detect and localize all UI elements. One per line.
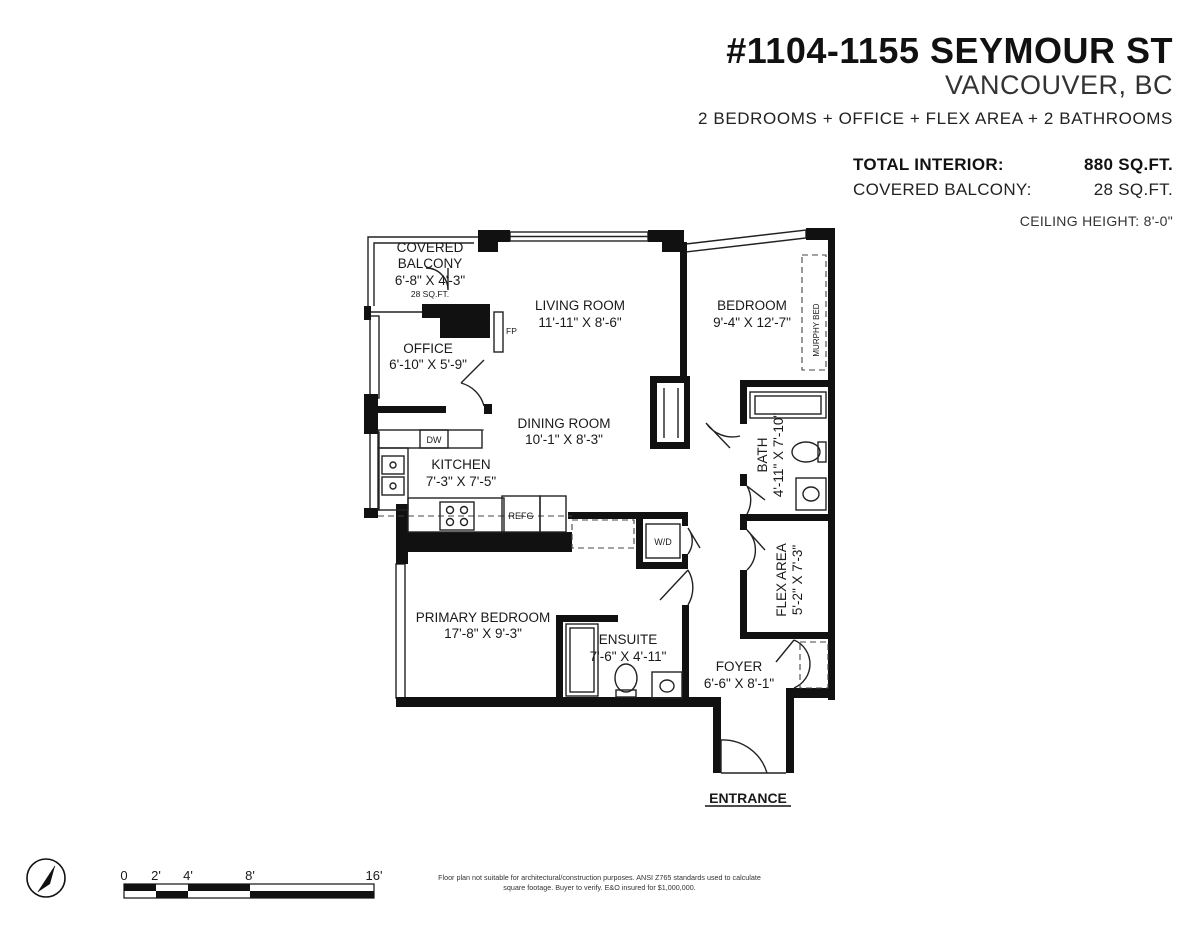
flex-name: FLEX AREA — [774, 543, 789, 617]
balcony-name-2: BALCONY — [398, 256, 463, 271]
foyer-name: FOYER — [716, 659, 763, 674]
ceiling-height: CEILING HEIGHT: 8'-0" — [1019, 213, 1173, 229]
disclaimer-text: Floor plan not suitable for architectura… — [438, 873, 761, 892]
dishwasher — [419, 429, 449, 449]
primary-name: PRIMARY BEDROOM — [416, 610, 551, 625]
office-dims: 6'-10" X 5'-9" — [389, 357, 467, 372]
dining-name: DINING ROOM — [518, 416, 611, 431]
room-living: LIVING ROOM 11'-11" X 8'-6" — [535, 298, 625, 330]
fridge-label: REFG — [508, 511, 533, 521]
living-name: LIVING ROOM — [535, 298, 625, 313]
room-labels: COVERED BALCONY 6'-8" X 4'-3" 28 SQ.FT. … — [389, 240, 805, 691]
scale-label-2: 2' — [151, 868, 161, 883]
dishwasher-label: DW — [427, 435, 442, 445]
room-dining: DINING ROOM 10'-1" X 8'-3" — [518, 416, 611, 447]
kitchen-name: KITCHEN — [431, 457, 490, 472]
room-covered-balcony: COVERED BALCONY 6'-8" X 4'-3" 28 SQ.FT. — [395, 240, 465, 299]
washer-dryer — [645, 523, 681, 559]
room-foyer: FOYER 6'-6" X 8'-1" — [704, 659, 774, 691]
balcony-name-1: COVERED — [397, 240, 464, 255]
room-primary-bedroom: PRIMARY BEDROOM 17'-8" X 9'-3" — [416, 610, 551, 641]
bedroom-name: BEDROOM — [717, 298, 787, 313]
kitchen-dims: 7'-3" X 7'-5" — [426, 474, 496, 489]
room-kitchen: KITCHEN 7'-3" X 7'-5" — [426, 457, 496, 489]
total-interior-label: TOTAL INTERIOR: — [853, 155, 1004, 174]
scale-label-8: 8' — [245, 868, 255, 883]
fireplace-label: FP — [506, 326, 517, 336]
kitchen-sink — [381, 455, 405, 475]
room-bedroom: BEDROOM 9'-4" X 12'-7" — [713, 298, 791, 330]
room-office: OFFICE 6'-10" X 5'-9" — [389, 341, 467, 372]
dining-dims: 10'-1" X 8'-3" — [525, 432, 603, 447]
covered-balcony-label: COVERED BALCONY: — [853, 180, 1032, 199]
room-flex: FLEX AREA 5'-2" X 7'-3" — [774, 543, 805, 617]
north-arrow-icon — [26, 858, 66, 898]
room-bath: BATH 4'-11" X 7'-10" — [755, 413, 786, 497]
doors — [425, 267, 811, 774]
scale-label-4: 4' — [183, 868, 193, 883]
property-city: VANCOUVER, BC — [944, 70, 1173, 100]
walls — [364, 228, 835, 773]
scale-label-16: 16' — [366, 868, 383, 883]
primary-dims: 17'-8" X 9'-3" — [444, 626, 522, 641]
washer-dryer-label: W/D — [654, 537, 672, 547]
unit-summary: 2 BEDROOMS + OFFICE + FLEX AREA + 2 BATH… — [698, 109, 1173, 128]
ensuite-tub — [565, 623, 599, 697]
living-dims: 11'-11" X 8'-6" — [538, 315, 621, 330]
property-address: #1104-1155 SEYMOUR ST — [726, 30, 1173, 71]
fireplace — [493, 311, 504, 353]
ensuite-toilet — [614, 663, 638, 693]
ensuite-dims: 7'-6" X 4'-11" — [590, 649, 667, 664]
entrance-label: ENTRANCE — [709, 790, 787, 806]
total-interior-value: 880 SQ.FT. — [1084, 155, 1173, 174]
scale-bar: 0 2' 4' 8' 16' — [120, 868, 383, 899]
covered-balcony-value: 28 SQ.FT. — [1093, 180, 1173, 199]
bath-name: BATH — [755, 437, 770, 472]
ensuite-sink — [651, 671, 683, 699]
murphy-bed-label: MURPHY BED — [812, 303, 821, 356]
flex-dims: 5'-2" X 7'-3" — [790, 545, 805, 615]
balcony-dims: 6'-8" X 4'-3" — [395, 273, 465, 288]
toilet — [791, 441, 821, 463]
bedroom-dims: 9'-4" X 12'-7" — [713, 315, 791, 330]
fixtures: FP MURPHY BED DW REFG W/D — [377, 303, 827, 699]
office-name: OFFICE — [403, 341, 453, 356]
ensuite-name: ENSUITE — [599, 632, 658, 647]
bath-sink — [795, 477, 827, 511]
stove — [439, 501, 475, 531]
bathtub — [749, 391, 827, 419]
scale-label-0: 0 — [120, 868, 127, 883]
foyer-dims: 6'-6" X 8'-1" — [704, 676, 774, 691]
room-ensuite: ENSUITE 7'-6" X 4'-11" — [590, 632, 667, 664]
balcony-area: 28 SQ.FT. — [411, 289, 449, 299]
bath-dims: 4'-11" X 7'-10" — [771, 413, 786, 497]
